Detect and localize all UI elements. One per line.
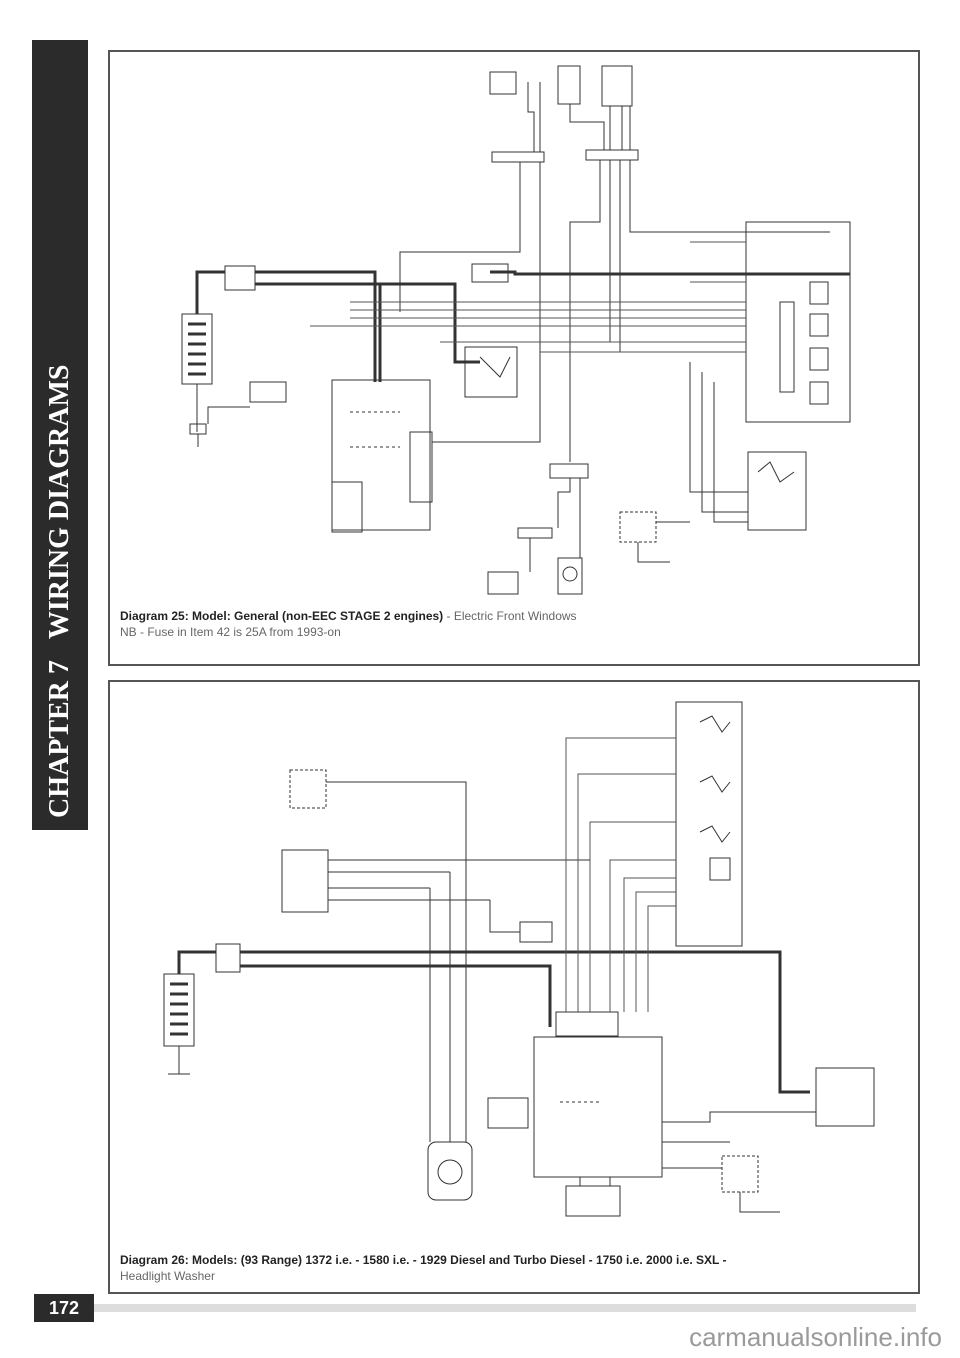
diagram-25-title: Diagram 25: Model: General (non-EEC STAG… [120,609,444,623]
site-watermark: carmanualsonline.info [689,1322,942,1352]
page-footer-bar [94,1304,916,1312]
chapter-sidebar: CHAPTER 7 WIRING DIAGRAMS [32,40,88,830]
page-number: 172 [34,1294,94,1322]
diagram-25-note: NB - Fuse in Item 42 is 25A from 1993-on [120,625,341,639]
diagram-26-title: Diagram 26: Models: (93 Range) 1372 i.e.… [120,1253,727,1267]
chapter-title: CHAPTER 7 WIRING DIAGRAMS [44,364,75,818]
diagram-25-panel: Diagram 25: Model: General (non-EEC STAG… [108,50,920,666]
diagram-25-wiring [181,65,851,595]
diagram-26-wiring [163,701,875,1217]
diagram-25-caption: Diagram 25: Model: General (non-EEC STAG… [120,608,577,640]
diagram-26-panel: Diagram 26: Models: (93 Range) 1372 i.e.… [108,680,920,1294]
diagram-26-subtitle: Headlight Washer [120,1269,215,1283]
diagram-25-subtitle: - Electric Front Windows [443,609,577,623]
diagram-26-caption: Diagram 26: Models: (93 Range) 1372 i.e.… [120,1252,727,1284]
